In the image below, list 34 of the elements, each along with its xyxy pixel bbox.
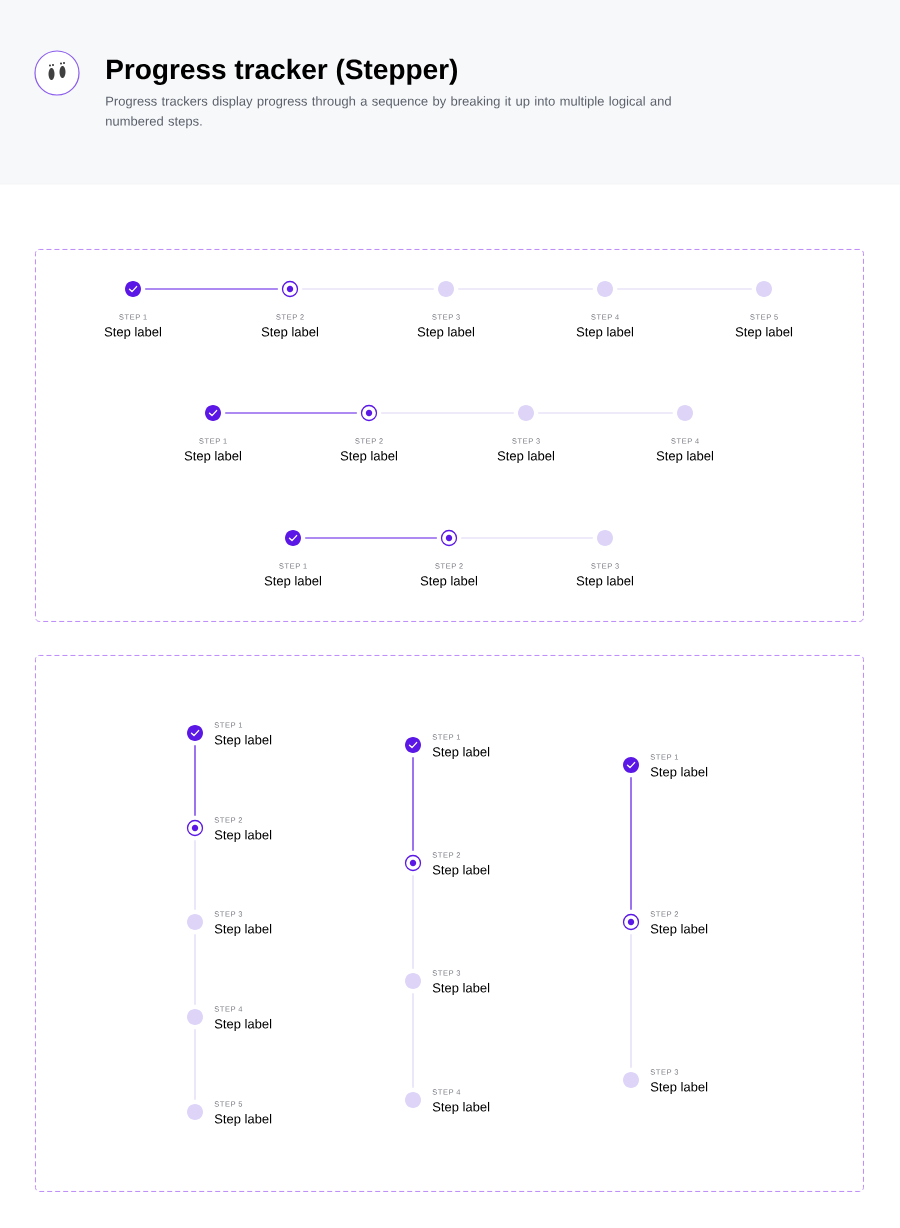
step-label: Step label xyxy=(650,1081,708,1095)
step-label: Step label xyxy=(214,1018,272,1032)
step-label: Step label xyxy=(576,575,634,589)
step-label: Step label xyxy=(576,326,634,340)
step-label: Step label xyxy=(214,923,272,937)
step-label: Step label xyxy=(417,326,475,340)
step-label: Step label xyxy=(432,982,490,996)
connector-line xyxy=(412,756,414,852)
dashed-panel xyxy=(35,655,864,1192)
connector-line xyxy=(630,776,632,911)
connector-line xyxy=(144,288,279,290)
step-label: Step label xyxy=(264,575,322,589)
step-label: Step label xyxy=(214,829,272,843)
step-label: Step label xyxy=(214,734,272,748)
step-label: Step label xyxy=(420,575,478,589)
step-label: Step label xyxy=(656,450,714,464)
page-title: Progress tracker (Stepper) xyxy=(107,58,457,85)
step-label: Step label xyxy=(184,450,242,464)
step-label: Step label xyxy=(497,450,555,464)
connector-line xyxy=(194,744,196,817)
step-label: Step label xyxy=(432,746,490,760)
step-label: Step label xyxy=(214,1113,272,1127)
connector-line xyxy=(304,537,438,539)
connector-line xyxy=(224,412,358,414)
step-label: Step label xyxy=(650,766,708,780)
step-label: Step label xyxy=(340,450,398,464)
step-label: Step label xyxy=(261,326,319,340)
step-label: Step label xyxy=(104,326,162,340)
step-label: Step label xyxy=(432,1101,490,1115)
description: Progress trackers display progress through a sequence by breaking it up into multiple logical and numbered steps. xyxy=(106,96,671,129)
step-label: Step label xyxy=(432,864,490,878)
step-label: Step label xyxy=(735,326,793,340)
step-label: Step label xyxy=(650,923,708,937)
dashed-panel xyxy=(35,249,864,622)
